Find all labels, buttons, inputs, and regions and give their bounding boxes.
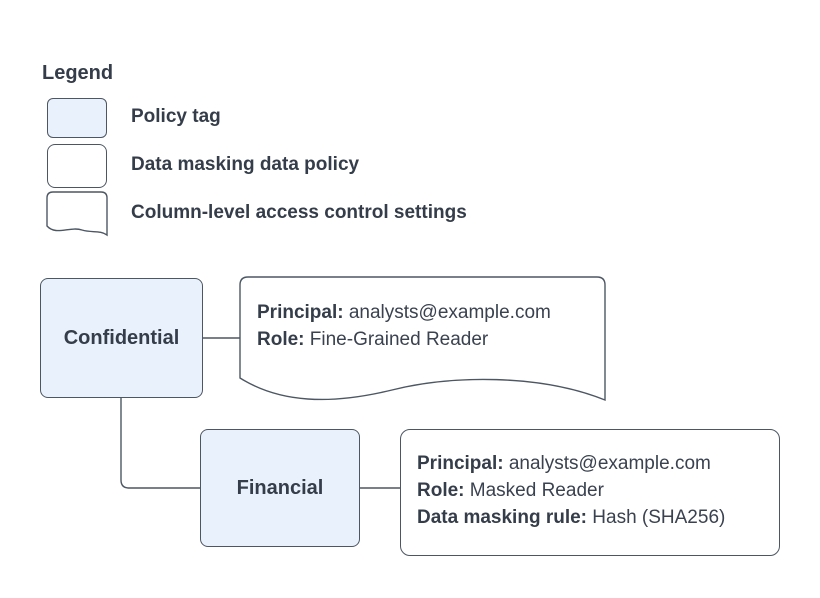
- policy-tag-swatch: [47, 98, 107, 138]
- policy-tag-confidential: Confidential: [40, 278, 203, 398]
- settings-line-principal: Principal: analysts@example.com: [257, 299, 551, 326]
- role-label: Role:: [257, 329, 305, 350]
- role-label: Role:: [417, 480, 465, 501]
- principal-label: Principal:: [257, 302, 344, 323]
- policy-line-role: Role: Masked Reader: [417, 477, 725, 504]
- confidential-settings-text: Principal: analysts@example.com Role: Fi…: [257, 299, 551, 353]
- column-access-swatch: [46, 191, 108, 237]
- policy-line-masking-rule: Data masking rule: Hash (SHA256): [417, 504, 725, 531]
- confidential-settings-shape: [239, 276, 606, 402]
- policy-tag-financial: Financial: [200, 429, 360, 547]
- policy-tag-confidential-label: Confidential: [63, 326, 180, 349]
- policy-line-principal: Principal: analysts@example.com: [417, 450, 725, 477]
- financial-data-policy-box: [400, 429, 780, 556]
- role-value: Masked Reader: [464, 480, 604, 501]
- legend-label-data-masking-policy: Data masking data policy: [131, 154, 360, 175]
- legend-label-policy-tag: Policy tag: [131, 106, 221, 127]
- data-masking-policy-swatch: [47, 144, 107, 188]
- principal-label: Principal:: [417, 453, 504, 474]
- principal-value: analysts@example.com: [503, 453, 711, 474]
- masking-rule-label: Data masking rule:: [417, 507, 587, 528]
- principal-value: analysts@example.com: [343, 302, 551, 323]
- role-value: Fine-Grained Reader: [304, 329, 489, 350]
- legend-label-column-access: Column-level access control settings: [131, 202, 467, 223]
- connector-confidential-financial: [120, 398, 200, 489]
- masking-rule-value: Hash (SHA256): [587, 507, 726, 528]
- financial-policy-text: Principal: analysts@example.com Role: Ma…: [417, 450, 725, 531]
- legend-title: Legend: [42, 62, 114, 84]
- policy-tag-financial-label: Financial: [236, 476, 324, 499]
- settings-line-role: Role: Fine-Grained Reader: [257, 326, 551, 353]
